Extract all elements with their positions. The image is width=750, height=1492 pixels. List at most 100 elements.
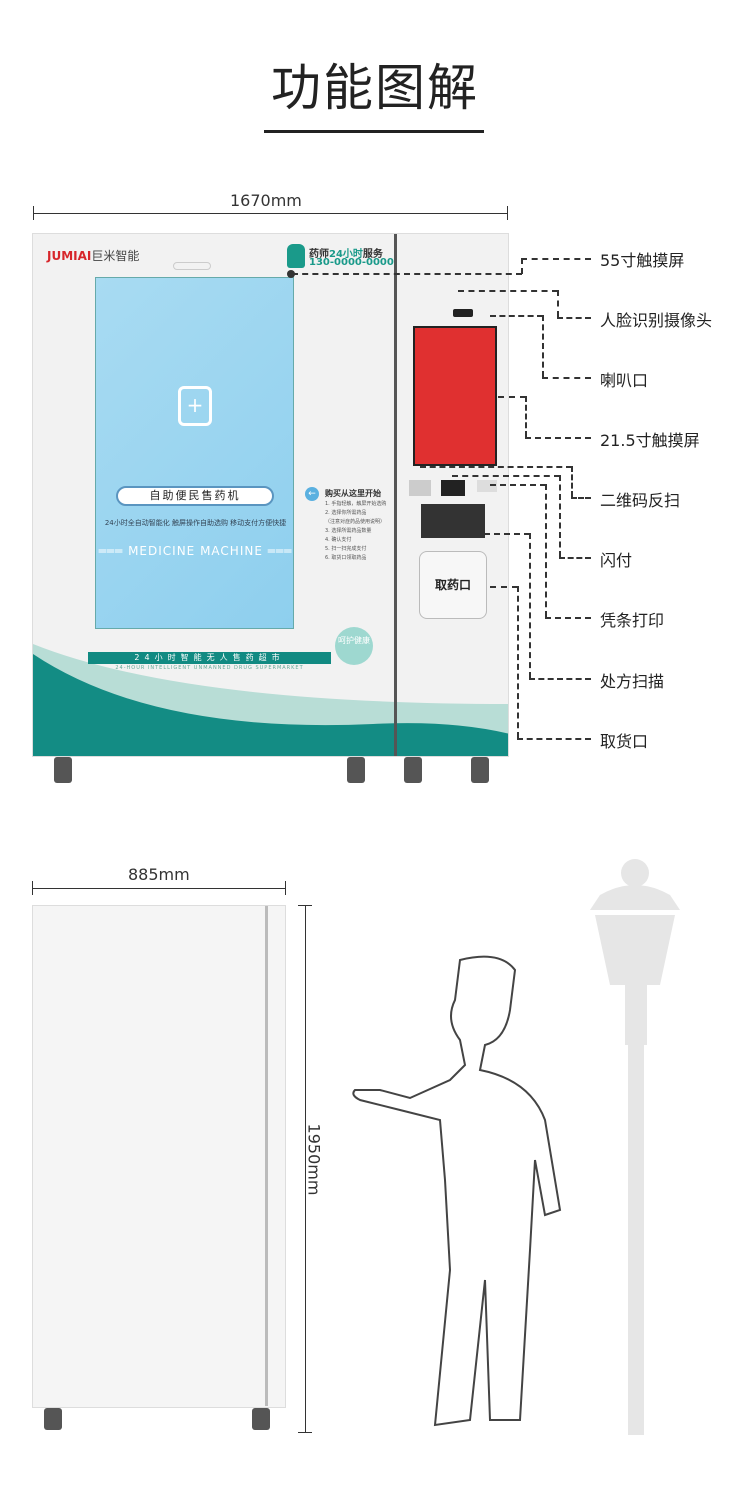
large-touch-screen: + 自助便民售药机 24小时全自动智能化 触屏操作自助选购 移动支付方便快捷 ═…	[95, 277, 294, 629]
tick	[298, 1432, 312, 1433]
tick	[33, 206, 34, 220]
callout-line	[452, 475, 560, 477]
tick	[507, 206, 508, 220]
step: 2. 选择你所需药品	[325, 510, 367, 516]
callout-dot	[287, 270, 295, 278]
step: 4. 确认支付	[325, 537, 352, 543]
quickpass-reader	[441, 480, 465, 496]
callout-line	[458, 290, 558, 292]
callout-face-camera: 人脸识别摄像头	[600, 311, 713, 330]
service-phone: 130-0000-0000	[309, 257, 394, 268]
purchase-steps: 购买从这里开始 1. 手指轻触，触屏开始选购 2. 选择你所需药品 （注意对症药…	[325, 489, 386, 563]
receipt-printer	[477, 480, 497, 492]
banner-en: 24-HOUR INTELLIGENT UNMANNED DRUG SUPERM…	[115, 665, 304, 671]
steps-title: 购买从这里开始	[325, 489, 381, 498]
door-divider	[394, 234, 397, 756]
callout-line	[545, 484, 547, 617]
callout-line	[559, 475, 561, 557]
callout-line	[559, 557, 591, 559]
small-touch-screen	[413, 326, 497, 466]
handle	[173, 262, 211, 270]
callout-receipt: 凭条打印	[600, 611, 665, 630]
callout-line	[571, 497, 591, 499]
callout-prescription-scan: 处方扫描	[600, 672, 665, 691]
height-line	[305, 905, 306, 1433]
callout-line	[517, 586, 519, 738]
callout-line	[529, 678, 591, 680]
screen-title: 自助便民售药机	[116, 486, 274, 506]
teal-wave	[33, 644, 508, 756]
tick	[32, 881, 33, 895]
page-title: 功能图解	[271, 59, 479, 117]
screen-slogan: 24小时全自动智能化 触屏操作自助选购 移动支付方便快捷	[104, 519, 287, 527]
callout-line	[525, 437, 591, 439]
tick	[285, 881, 286, 895]
brand-name: JUMIAI	[47, 249, 92, 263]
caster-wheel	[252, 1408, 270, 1430]
callout-line	[525, 396, 527, 437]
callout-line	[420, 466, 572, 468]
qr-scanner	[409, 480, 431, 496]
callout-55-screen: 55寸触摸屏	[600, 251, 685, 270]
height-dimension: 1950mm	[304, 1123, 324, 1196]
callout-line	[292, 273, 522, 275]
callout-21-screen: 21.5寸触摸屏	[600, 431, 700, 450]
caster-wheel	[54, 757, 72, 783]
step: 6. 取货口领取药品	[325, 555, 367, 561]
person-silhouette	[352, 955, 562, 1427]
step: 1. 手指轻触，触屏开始选购	[325, 501, 387, 507]
brand-cn: 巨米智能	[91, 249, 140, 263]
callout-line	[557, 317, 591, 319]
callout-line	[521, 258, 591, 260]
english-title: ═══ MEDICINE MACHINE ═══	[98, 544, 293, 558]
callout-line	[571, 466, 573, 497]
english-title-text: MEDICINE MACHINE	[128, 544, 263, 558]
service-prefix: 药师	[309, 249, 329, 260]
caster-wheel	[471, 757, 489, 783]
face-camera	[453, 309, 473, 317]
depth-line	[32, 888, 286, 889]
title-underline	[264, 130, 484, 133]
callout-quickpass: 闪付	[600, 551, 633, 570]
callout-line	[545, 617, 591, 619]
service-text: 药师24小时服务	[309, 245, 383, 260]
pharmacist-icon	[287, 244, 305, 268]
caster-wheel	[44, 1408, 62, 1430]
pickup-port: 取药口	[419, 551, 487, 619]
callout-line	[498, 396, 526, 398]
service-suffix: 服务	[362, 249, 383, 260]
caster-wheel	[347, 757, 365, 783]
callout-speaker: 喇叭口	[600, 371, 649, 390]
callout-line	[517, 738, 591, 740]
medicine-box-icon: +	[178, 386, 212, 426]
depth-dimension: 885mm	[128, 865, 190, 884]
step: （注意对症药品使用说明）	[325, 519, 386, 525]
callout-line	[542, 377, 591, 379]
service-highlight: 24小时	[329, 249, 363, 260]
callout-line	[484, 533, 530, 535]
callout-line	[529, 533, 531, 678]
callout-line	[490, 484, 546, 486]
callout-qr-scan: 二维码反扫	[600, 491, 681, 510]
callout-line	[542, 315, 544, 377]
callout-line	[490, 586, 518, 588]
tick	[298, 905, 312, 906]
caster-wheel	[404, 757, 422, 783]
step: 5. 扫一扫完成支付	[325, 546, 367, 552]
step: 3. 选择所需药品数量	[325, 528, 372, 534]
width-dimension: 1670mm	[230, 191, 302, 210]
width-line	[33, 213, 508, 214]
vending-machine-side	[32, 905, 286, 1408]
callout-line	[490, 315, 543, 317]
callout-line	[521, 258, 523, 274]
vending-machine-front: JUMIAI巨米智能 药师24小时服务 130-0000-0000 + 自助便民…	[32, 233, 509, 757]
callout-pickup-port: 取货口	[600, 732, 649, 751]
brand-logo: JUMIAI巨米智能	[47, 247, 139, 264]
street-lamp-icon	[590, 859, 680, 1435]
banner: 24小时智能无人售药超市	[88, 652, 331, 664]
prescription-scanner	[421, 504, 485, 538]
side-edge	[265, 906, 268, 1406]
heart-badge: 呵护健康	[335, 627, 373, 665]
arrow-left-icon: ←	[305, 487, 319, 501]
callout-line	[557, 290, 559, 317]
